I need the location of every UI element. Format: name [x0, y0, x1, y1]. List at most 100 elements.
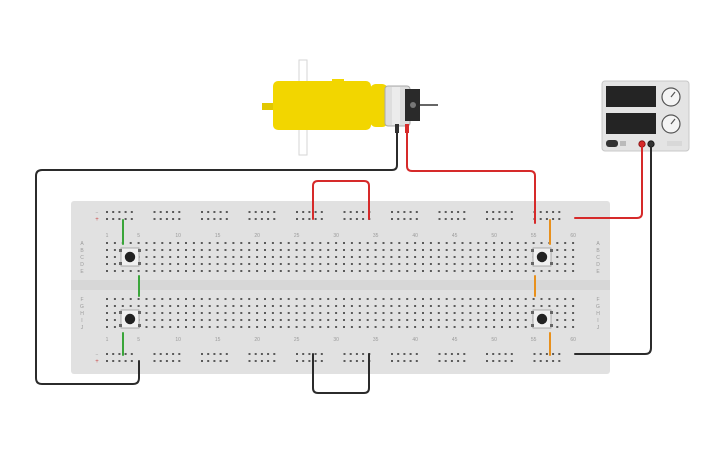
breadboard-hole[interactable]	[279, 263, 282, 265]
breadboard-hole[interactable]	[264, 305, 266, 307]
breadboard-hole[interactable]	[172, 360, 175, 362]
breadboard-hole[interactable]	[453, 270, 456, 272]
breadboard-hole[interactable]	[486, 218, 488, 220]
breadboard-hole[interactable]	[493, 263, 496, 265]
breadboard-hole[interactable]	[355, 211, 358, 213]
breadboard-hole[interactable]	[165, 353, 168, 355]
breadboard-hole[interactable]	[264, 326, 266, 328]
breadboard-hole[interactable]	[201, 353, 203, 355]
breadboard-hole[interactable]	[564, 263, 567, 265]
breadboard-hole[interactable]	[248, 256, 251, 258]
breadboard-hole[interactable]	[113, 249, 116, 251]
breadboard-hole[interactable]	[445, 305, 448, 307]
breadboard-hole[interactable]	[374, 298, 377, 300]
breadboard-hole[interactable]	[486, 211, 488, 213]
breadboard-hole[interactable]	[539, 353, 542, 355]
breadboard-hole[interactable]	[382, 242, 385, 244]
breadboard-hole[interactable]	[271, 249, 274, 251]
breadboard-hole[interactable]	[558, 360, 561, 362]
breadboard-hole[interactable]	[422, 256, 424, 258]
breadboard-hole[interactable]	[524, 270, 527, 272]
breadboard-hole[interactable]	[207, 211, 210, 213]
breadboard-hole[interactable]	[485, 270, 488, 272]
breadboard-hole[interactable]	[485, 298, 488, 300]
breadboard-hole[interactable]	[256, 263, 259, 265]
breadboard-hole[interactable]	[409, 353, 412, 355]
breadboard-hole[interactable]	[225, 353, 228, 355]
breadboard-hole[interactable]	[232, 270, 235, 272]
breadboard-hole[interactable]	[343, 263, 345, 265]
breadboard-hole[interactable]	[319, 242, 322, 244]
breadboard-hole[interactable]	[106, 256, 108, 258]
breadboard-hole[interactable]	[287, 249, 290, 251]
breadboard-hole[interactable]	[248, 353, 251, 355]
breadboard-hole[interactable]	[501, 312, 503, 314]
breadboard-hole[interactable]	[406, 298, 409, 300]
breadboard-hole[interactable]	[248, 270, 251, 272]
breadboard-hole[interactable]	[232, 298, 235, 300]
breadboard-hole[interactable]	[232, 263, 235, 265]
breadboard-hole[interactable]	[224, 305, 227, 307]
breadboard-hole[interactable]	[437, 256, 440, 258]
breadboard-hole[interactable]	[302, 353, 305, 355]
breadboard-hole[interactable]	[508, 312, 511, 314]
breadboard-hole[interactable]	[508, 298, 511, 300]
breadboard-hole[interactable]	[178, 211, 181, 213]
breadboard-hole[interactable]	[463, 211, 466, 213]
breadboard-hole[interactable]	[240, 270, 243, 272]
breadboard-hole[interactable]	[145, 298, 148, 300]
breadboard-hole[interactable]	[121, 305, 124, 307]
breadboard-hole[interactable]	[106, 305, 108, 307]
breadboard-hole[interactable]	[192, 312, 195, 314]
breadboard-hole[interactable]	[296, 360, 298, 362]
breadboard-hole[interactable]	[177, 270, 180, 272]
breadboard-hole[interactable]	[118, 218, 121, 220]
breadboard-hole[interactable]	[450, 218, 453, 220]
breadboard-hole[interactable]	[398, 298, 401, 300]
breadboard-hole[interactable]	[477, 256, 480, 258]
breadboard-hole[interactable]	[201, 360, 203, 362]
breadboard-hole[interactable]	[121, 270, 124, 272]
breadboard-hole[interactable]	[273, 211, 276, 213]
breadboard-hole[interactable]	[552, 353, 555, 355]
breadboard-hole[interactable]	[177, 305, 180, 307]
breadboard-hole[interactable]	[461, 319, 464, 321]
breadboard-hole[interactable]	[200, 249, 203, 251]
breadboard-hole[interactable]	[320, 353, 323, 355]
breadboard-hole[interactable]	[260, 360, 263, 362]
breadboard-hole[interactable]	[256, 312, 259, 314]
breadboard-hole[interactable]	[524, 256, 527, 258]
breadboard-hole[interactable]	[406, 263, 409, 265]
breadboard-hole[interactable]	[124, 360, 127, 362]
breadboard-hole[interactable]	[477, 312, 480, 314]
breadboard-hole[interactable]	[343, 298, 345, 300]
breadboard-hole[interactable]	[437, 319, 440, 321]
breadboard-hole[interactable]	[556, 326, 559, 328]
breadboard-hole[interactable]	[437, 326, 440, 328]
breadboard-hole[interactable]	[327, 326, 330, 328]
breadboard-hole[interactable]	[349, 360, 352, 362]
breadboard-hole[interactable]	[311, 242, 314, 244]
breadboard-hole[interactable]	[414, 263, 417, 265]
breadboard-hole[interactable]	[461, 249, 464, 251]
breadboard-hole[interactable]	[398, 312, 401, 314]
breadboard-hole[interactable]	[444, 211, 447, 213]
breadboard-hole[interactable]	[192, 249, 195, 251]
breadboard-hole[interactable]	[130, 353, 133, 355]
breadboard-hole[interactable]	[548, 270, 551, 272]
breadboard-hole[interactable]	[493, 249, 496, 251]
breadboard-hole[interactable]	[362, 218, 365, 220]
breadboard-hole[interactable]	[327, 298, 330, 300]
breadboard-hole[interactable]	[366, 319, 369, 321]
breadboard-hole[interactable]	[314, 353, 317, 355]
breadboard-hole[interactable]	[382, 298, 385, 300]
breadboard-hole[interactable]	[106, 360, 108, 362]
breadboard-hole[interactable]	[508, 319, 511, 321]
breadboard-hole[interactable]	[327, 305, 330, 307]
breadboard-hole[interactable]	[556, 242, 559, 244]
breadboard-hole[interactable]	[279, 326, 282, 328]
breadboard-hole[interactable]	[350, 263, 353, 265]
breadboard-hole[interactable]	[185, 298, 187, 300]
breadboard-hole[interactable]	[129, 305, 132, 307]
breadboard-hole[interactable]	[343, 360, 346, 362]
